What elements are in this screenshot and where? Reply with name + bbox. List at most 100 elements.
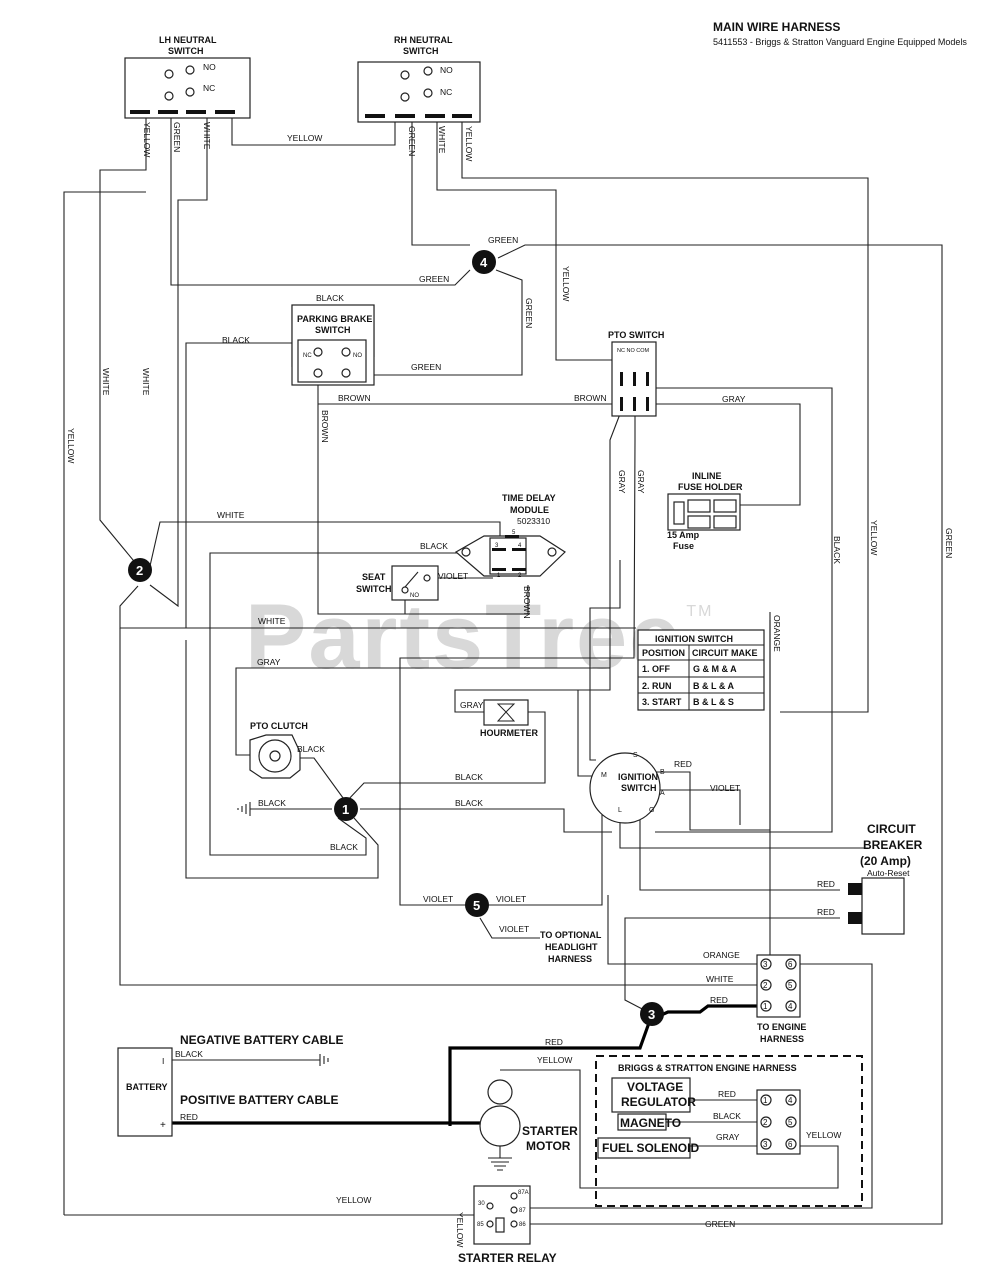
wl-brown-pb: BROWN bbox=[338, 393, 371, 403]
splice-5: 5 bbox=[473, 898, 480, 913]
wl-black-right-1: BLACK bbox=[455, 798, 483, 808]
wl-black-hour: BLACK bbox=[455, 772, 483, 782]
ignition-table-header-circuit: CIRCUIT MAKE bbox=[692, 648, 758, 658]
pin-4: 4 bbox=[788, 1002, 793, 1011]
watermark-tm: TM bbox=[686, 603, 714, 620]
battery-minus: I bbox=[162, 1056, 164, 1066]
fuel-solenoid-label: FUEL SOLENOID bbox=[602, 1141, 699, 1155]
voltage-regulator-label-1: VOLTAGE bbox=[627, 1080, 683, 1094]
seat-switch: SEAT SWITCH NO bbox=[356, 565, 439, 601]
lh-neutral-switch: LH NEUTRAL SWITCH NO NC bbox=[124, 35, 251, 119]
ignition-term-m: M bbox=[601, 772, 607, 779]
diagram-title: MAIN WIRE HARNESS bbox=[713, 20, 841, 34]
wl-yellow-pto: YELLOW bbox=[561, 266, 571, 301]
wl-red-conn: RED bbox=[710, 995, 728, 1005]
tdm-term-2: 2 bbox=[518, 573, 522, 579]
eh-pin-2: 2 bbox=[763, 1118, 768, 1127]
wl-red-breaker-1: RED bbox=[817, 879, 835, 889]
wl-white-rh: WHITE bbox=[437, 126, 447, 154]
ignition-table-title: IGNITION SWITCH bbox=[655, 634, 733, 644]
ignition-switch-label-2: SWITCH bbox=[621, 783, 657, 793]
wl-gray-2: GRAY bbox=[636, 470, 646, 494]
to-engine-label-2: HARNESS bbox=[760, 1034, 804, 1044]
wl-brown-vert: BROWN bbox=[320, 410, 330, 443]
ignition-term-a: A bbox=[660, 790, 665, 797]
wl-violet-headlight: VIOLET bbox=[499, 924, 529, 934]
starter-relay: 87A 30 87 85 86 STARTER RELAY bbox=[458, 1185, 557, 1265]
fuse-holder-label-2: FUSE HOLDER bbox=[678, 482, 743, 492]
eh-pin-1: 1 bbox=[763, 1096, 768, 1105]
parking-brake-label-1: PARKING BRAKE bbox=[297, 314, 372, 324]
breaker-note: Auto-Reset bbox=[867, 868, 910, 878]
inline-fuse-holder: INLINE FUSE HOLDER 15 Amp Fuse bbox=[667, 471, 743, 551]
pto-switch: PTO SWITCH NC NO COM bbox=[608, 330, 664, 417]
breaker-label-2: BREAKER bbox=[863, 838, 923, 852]
diagram-header: MAIN WIRE HARNESS 5411553 - Briggs & Str… bbox=[713, 20, 967, 47]
wire-labels: YELLOW GREEN WHITE YELLOW GREEN WHITE YE… bbox=[66, 122, 954, 1247]
wl-yellow-left: YELLOW bbox=[66, 428, 76, 463]
relay-85: 85 bbox=[477, 1222, 484, 1228]
wl-green-left: GREEN bbox=[419, 274, 449, 284]
wl-gray-fuel: GRAY bbox=[716, 1132, 740, 1142]
wl-red-ign: RED bbox=[674, 759, 692, 769]
splice-3: 3 bbox=[648, 1007, 655, 1022]
battery-label: BATTERY bbox=[126, 1082, 168, 1092]
wl-green-top: GREEN bbox=[488, 235, 518, 245]
relay-87: 87 bbox=[519, 1208, 526, 1214]
time-delay-module: TIME DELAY MODULE 5023310 5 3 4 1 2 bbox=[454, 493, 566, 579]
breaker-label-3: (20 Amp) bbox=[860, 854, 911, 868]
relay-86: 86 bbox=[519, 1222, 526, 1228]
ignition-table-row-1-pos: 1. OFF bbox=[642, 664, 671, 674]
battery-plus: + bbox=[160, 1120, 166, 1131]
ignition-term-g: G bbox=[649, 807, 654, 814]
wl-red-breaker-2: RED bbox=[817, 907, 835, 917]
wl-gray-hour: GRAY bbox=[460, 700, 484, 710]
relay-87a: 87A bbox=[518, 1190, 529, 1196]
lh-switch-label-1: LH NEUTRAL bbox=[159, 35, 217, 45]
rh-no: NO bbox=[440, 65, 453, 75]
pto-switch-terminals: NC NO COM bbox=[617, 348, 650, 354]
lh-switch-label-2: SWITCH bbox=[168, 46, 204, 56]
starter-relay-label: STARTER RELAY bbox=[458, 1251, 557, 1265]
headlight-label-2: HEADLIGHT bbox=[545, 942, 598, 952]
ignition-table-row-2-circuit: B & L & A bbox=[693, 681, 735, 691]
wl-yellow-lh: YELLOW bbox=[142, 122, 152, 157]
tdm-label-1: TIME DELAY bbox=[502, 493, 556, 503]
wl-white-left2: WHITE bbox=[141, 368, 151, 396]
wl-white-long: WHITE bbox=[258, 616, 286, 626]
fuse-rating-1: 15 Amp bbox=[667, 530, 700, 540]
wl-orange-conn: ORANGE bbox=[703, 950, 740, 960]
wl-yellow-eh: YELLOW bbox=[806, 1130, 841, 1140]
wl-green-vert: GREEN bbox=[524, 298, 534, 328]
parking-brake-nc: NC bbox=[303, 353, 312, 359]
eh-pin-6: 6 bbox=[788, 1140, 793, 1149]
voltage-regulator-label-2: REGULATOR bbox=[621, 1095, 696, 1109]
wl-gray-clutch: GRAY bbox=[257, 657, 281, 667]
pin-3: 3 bbox=[763, 960, 768, 969]
ignition-table-row-3-pos: 3. START bbox=[642, 697, 682, 707]
wl-black-tdm: BLACK bbox=[420, 541, 448, 551]
ground-symbol bbox=[237, 802, 251, 816]
eh-pin-3: 3 bbox=[763, 1140, 768, 1149]
parking-brake-switch: PARKING BRAKE SWITCH NC NO bbox=[291, 304, 375, 386]
positive-cable-label: POSITIVE BATTERY CABLE bbox=[180, 1093, 338, 1107]
relay-30: 30 bbox=[478, 1201, 485, 1207]
pin-2: 2 bbox=[763, 981, 768, 990]
breaker-label-1: CIRCUIT bbox=[867, 822, 916, 836]
starter-motor: STARTER MOTOR bbox=[479, 1079, 578, 1171]
headlight-callout: TO OPTIONAL HEADLIGHT HARNESS bbox=[540, 930, 602, 964]
wl-yellow-starter: YELLOW bbox=[537, 1055, 572, 1065]
ignition-table: IGNITION SWITCH POSITION CIRCUIT MAKE 1.… bbox=[637, 629, 765, 711]
tdm-term-1: 1 bbox=[497, 573, 501, 579]
seat-switch-no: NO bbox=[410, 593, 419, 599]
wl-white-lh: WHITE bbox=[202, 122, 212, 150]
wl-brown-pto: BROWN bbox=[574, 393, 607, 403]
splice-2: 2 bbox=[136, 563, 143, 578]
tdm-term-4: 4 bbox=[518, 543, 522, 549]
to-engine-label-1: TO ENGINE bbox=[757, 1022, 806, 1032]
wl-yellow-relay: YELLOW bbox=[455, 1212, 465, 1247]
magneto-label: MAGNETO bbox=[620, 1116, 681, 1130]
ignition-table-row-2-pos: 2. RUN bbox=[642, 681, 672, 691]
seat-switch-label-2: SWITCH bbox=[356, 584, 392, 594]
